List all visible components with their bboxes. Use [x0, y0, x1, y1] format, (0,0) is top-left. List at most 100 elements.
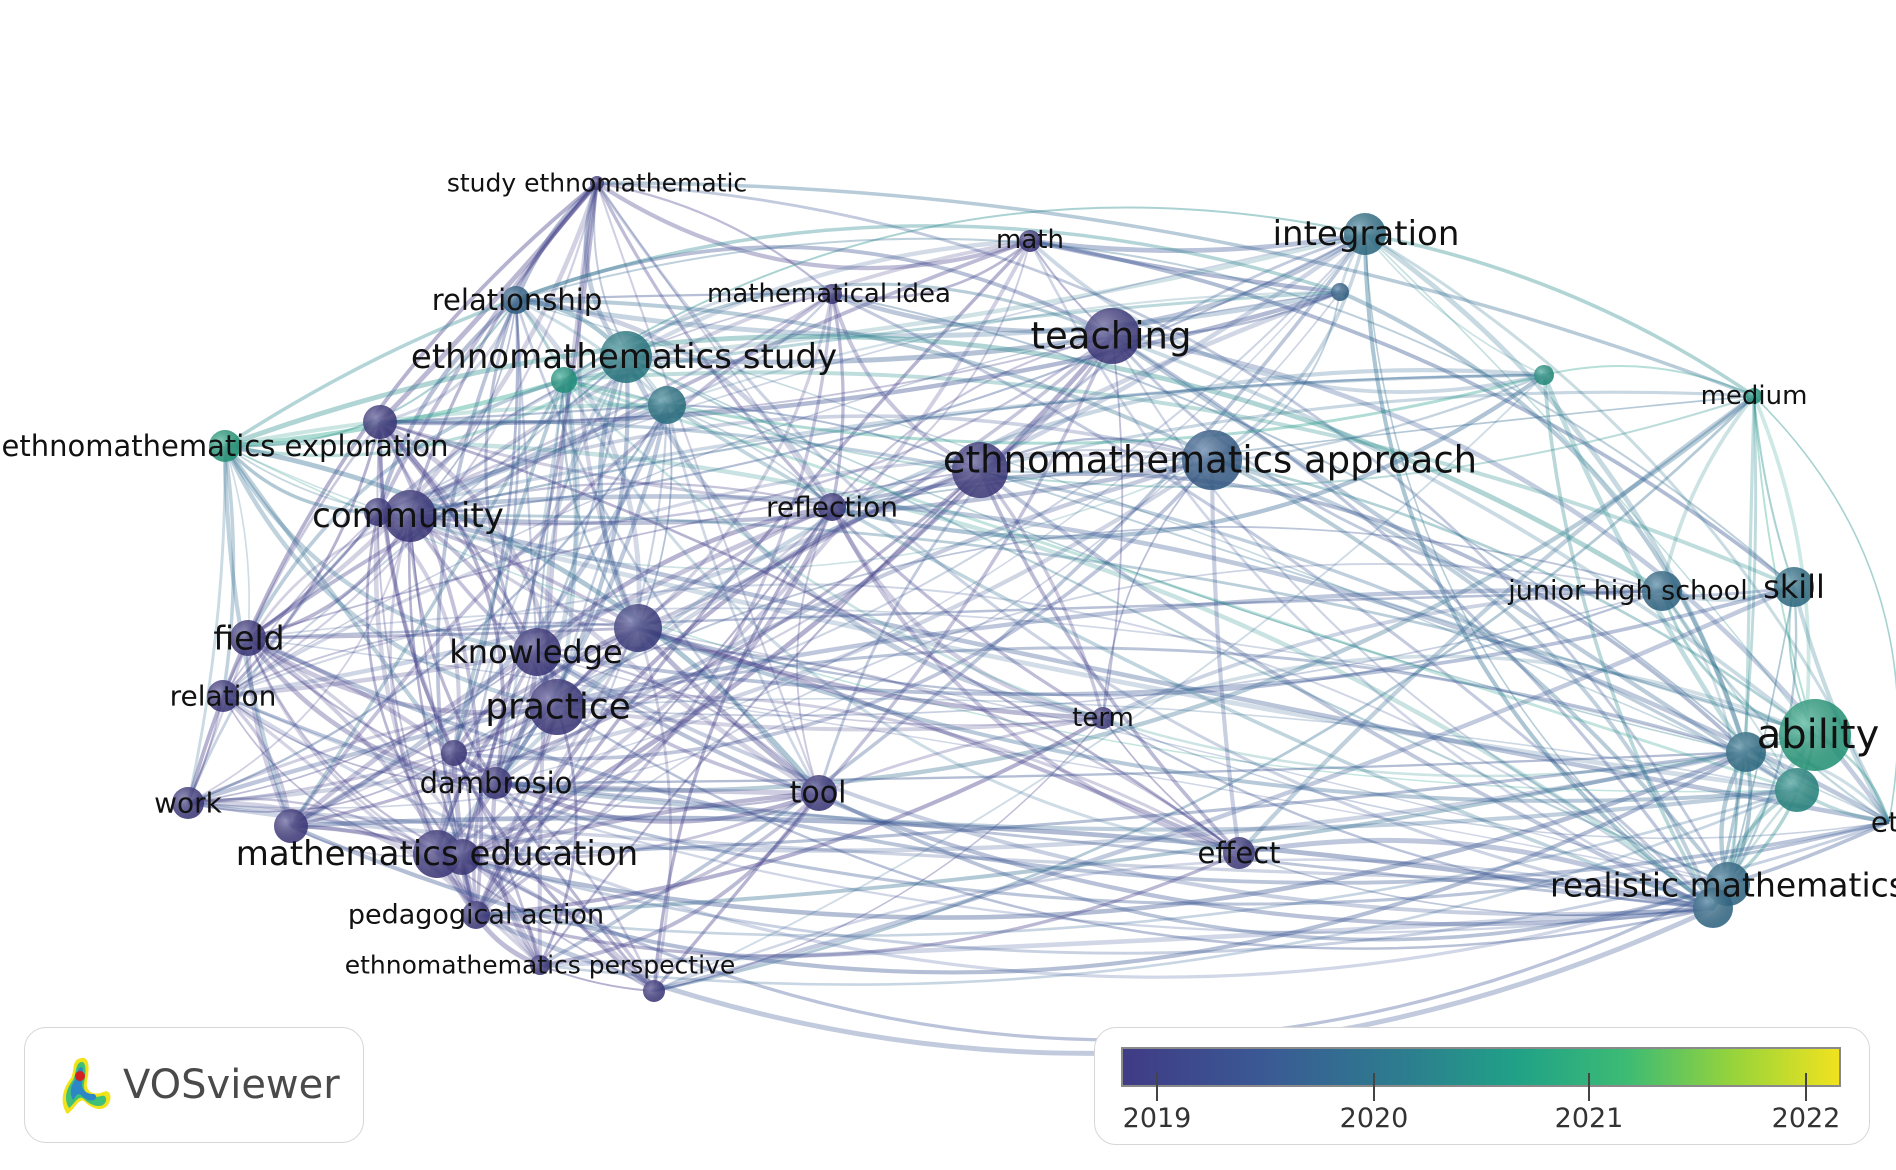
node-shading	[952, 442, 1008, 498]
network-link	[246, 182, 600, 640]
node-label-realistic-mathematics[interactable]: realistic mathematics	[1550, 866, 1896, 905]
network-link	[596, 182, 820, 794]
legend-tick-2022	[1805, 1073, 1807, 1101]
network-link	[514, 299, 539, 653]
network-link	[187, 694, 1240, 855]
network-link	[409, 482, 833, 518]
legend-tick-2020	[1373, 1073, 1375, 1101]
network-link	[475, 788, 1798, 938]
node-label-et[interactable]: et	[1871, 806, 1896, 839]
node-label-math[interactable]: math	[996, 225, 1064, 255]
node-label-tool[interactable]: tool	[790, 776, 847, 811]
network-link	[652, 791, 821, 993]
network-link	[494, 404, 670, 785]
network-link	[637, 625, 1104, 721]
node-label-relation[interactable]: relation	[170, 680, 277, 713]
node-label-pedagogical-action[interactable]: pedagogical action	[348, 900, 604, 931]
network-link	[495, 780, 1798, 832]
node-label-skill[interactable]: skill	[1763, 568, 1825, 606]
network-link	[593, 182, 668, 406]
network-link	[539, 905, 1714, 968]
node-label-ability[interactable]: ability	[1757, 712, 1880, 758]
network-link	[1111, 334, 1716, 909]
node-label-mathematical-idea[interactable]: mathematical idea	[707, 279, 951, 309]
network-link	[246, 239, 1031, 640]
network-link	[247, 511, 380, 640]
network-link	[1744, 395, 1756, 753]
network-link	[637, 404, 673, 629]
network-link	[222, 583, 1714, 909]
network-link	[247, 636, 1890, 885]
node-label-term[interactable]: term	[1072, 703, 1134, 733]
vosviewer-logo-text: VOSviewer	[123, 1062, 340, 1108]
node-label-field[interactable]: field	[213, 619, 284, 658]
node-label-ethnomathematics-perspective[interactable]: ethnomathematics perspective	[345, 951, 735, 980]
node-shading	[822, 284, 842, 304]
network-link	[221, 421, 382, 698]
node-label-practice[interactable]: practice	[485, 687, 631, 728]
node-label-knowledge[interactable]: knowledge	[449, 633, 622, 671]
network-link	[555, 289, 1341, 709]
network-link	[453, 233, 1366, 755]
network-link	[461, 790, 820, 860]
node-label-study-ethnomathematic[interactable]: study ethnomathematic	[447, 169, 747, 198]
node-label-integration[interactable]: integration	[1273, 214, 1460, 254]
network-link	[222, 649, 538, 699]
network-link	[495, 394, 1756, 793]
network-link	[625, 333, 1113, 365]
network-link	[379, 419, 1798, 792]
node-label-junior-high-school[interactable]: junior high school	[1507, 576, 1747, 607]
network-link	[223, 445, 558, 710]
network-link	[653, 584, 1795, 994]
network-link	[224, 445, 1798, 793]
network-link	[595, 182, 1715, 910]
node-shading	[551, 367, 577, 393]
network-link	[222, 694, 1729, 979]
network-link	[222, 694, 1890, 906]
node-label-relationship[interactable]: relationship	[432, 283, 602, 317]
node-label-medium[interactable]: medium	[1701, 381, 1808, 411]
node-label-mathematics-education[interactable]: mathematics education	[236, 834, 638, 874]
network-link	[378, 181, 599, 424]
node-shading	[1774, 567, 1814, 607]
network-link	[515, 245, 1113, 338]
network-link	[186, 445, 227, 804]
node-label-teaching[interactable]: teaching	[1031, 315, 1192, 358]
network-link	[666, 403, 1715, 910]
node-label-community[interactable]: community	[312, 496, 504, 536]
network-link	[555, 505, 833, 709]
network-link	[407, 515, 464, 858]
node-label-ethnomathematics-approach[interactable]: ethnomathematics approach	[943, 439, 1477, 482]
vosviewer-logo-icon	[62, 1057, 111, 1114]
network-link	[475, 716, 1105, 917]
network-link	[461, 855, 1729, 1042]
network-link	[1110, 334, 1799, 792]
network-link	[636, 293, 834, 630]
network-link	[666, 293, 833, 407]
network-link	[187, 749, 1747, 853]
network-link	[538, 706, 578, 966]
network-link	[186, 355, 627, 804]
node-label-ethnomathematics-exploration[interactable]: ethnomathematics exploration	[2, 429, 449, 463]
network-link	[377, 414, 1213, 514]
node-label-reflection[interactable]: reflection	[766, 491, 898, 524]
network-link	[1726, 395, 1758, 885]
network-link	[475, 404, 669, 916]
node-label-ethnomathematics-study[interactable]: ethnomathematics study	[411, 337, 837, 377]
node-label-dambrosio[interactable]: dambrosio	[420, 766, 573, 800]
node-label-work[interactable]: work	[154, 787, 223, 820]
network-link	[1364, 232, 1756, 398]
network-link	[475, 791, 821, 919]
network-link	[221, 445, 236, 697]
network-link	[224, 224, 1341, 448]
node-label-effect[interactable]: effect	[1198, 836, 1281, 870]
network-link	[979, 437, 1213, 472]
network-link	[637, 334, 1114, 630]
network-link	[377, 373, 1545, 514]
network-link	[408, 515, 820, 795]
vosviewer-logo-box[interactable]: VOSviewer	[24, 1027, 364, 1143]
network-link	[536, 379, 565, 653]
network-link	[818, 716, 1104, 795]
